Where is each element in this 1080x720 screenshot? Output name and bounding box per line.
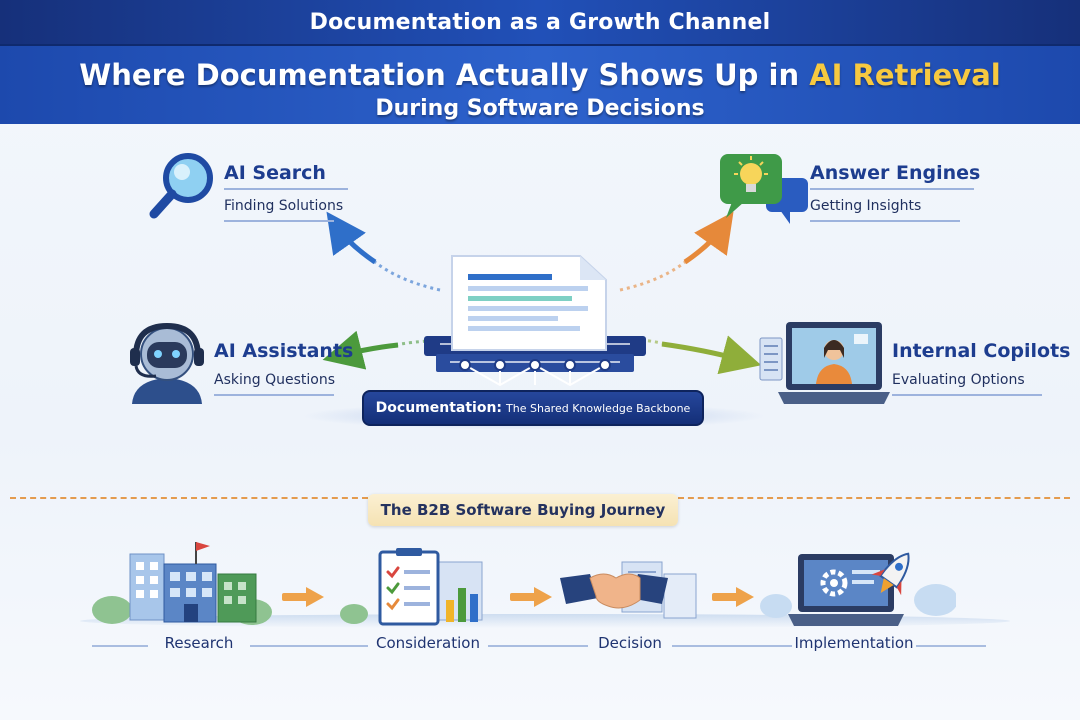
arrow-to-answer-engines	[619, 211, 734, 292]
backbone-label-rest: The Shared Knowledge Backbone	[506, 401, 691, 415]
channel-title: AI Assistants	[214, 340, 354, 362]
stage-research: Research	[164, 634, 234, 652]
journey-line	[488, 645, 588, 647]
journey-line	[672, 645, 792, 647]
stage-decision: Decision	[598, 634, 662, 652]
channel-ai-assistants: AI Assistants Asking Questions	[214, 340, 354, 396]
channel-subtitle: Finding Solutions	[224, 198, 344, 214]
journey-title: The B2B Software Buying Journey	[368, 494, 678, 526]
arrow-to-ai-search	[326, 211, 441, 292]
journey-line	[92, 645, 148, 647]
channel-subtitle: Evaluating Options	[892, 372, 1025, 388]
laptop-video-icon	[754, 318, 894, 410]
divider	[224, 220, 334, 222]
lightbulb-chat-icon	[718, 150, 810, 232]
channel-title: Internal Copilots	[892, 340, 1071, 362]
journey-divider-right	[678, 497, 1070, 499]
laptop-rocket-icon	[760, 540, 958, 628]
arrow-decision-to-implementation	[712, 587, 754, 607]
channel-subtitle: Getting Insights	[810, 198, 922, 214]
divider	[892, 394, 1042, 396]
channel-answer-engines: Answer Engines Getting Insights	[810, 162, 981, 222]
backbone-label: Documentation: The Shared Knowledge Back…	[362, 390, 704, 426]
buildings-icon	[92, 540, 272, 626]
arrow-to-internal-copilots	[619, 335, 762, 375]
stage-consideration: Consideration	[376, 634, 480, 652]
stage-implementation: Implementation	[794, 634, 914, 652]
channel-title: Answer Engines	[810, 162, 981, 184]
magnifying-glass-icon	[148, 150, 218, 222]
title-band: Where Documentation Actually Shows Up in…	[0, 44, 1080, 124]
backbone-label-bold: Documentation:	[375, 400, 503, 416]
channel-title: AI Search	[224, 162, 326, 184]
top-title: Documentation as a Growth Channel	[309, 9, 771, 35]
divider	[810, 188, 974, 190]
divider	[224, 188, 348, 190]
divider	[810, 220, 960, 222]
headset-bot-icon	[122, 318, 212, 404]
journey-line	[250, 645, 368, 647]
page-subtitle: During Software Decisions	[375, 96, 705, 121]
title-highlight: AI Retrieval	[809, 58, 1001, 92]
checklist-chart-icon	[340, 548, 500, 626]
document-icon	[420, 250, 650, 395]
journey-line	[916, 645, 986, 647]
title-text: Where Documentation Actually Shows Up in	[79, 58, 810, 92]
arrow-consideration-to-decision	[510, 587, 552, 607]
journey-divider-left	[10, 497, 368, 499]
handshake-icon	[560, 556, 700, 626]
arrow-to-ai-assistants	[322, 330, 441, 370]
divider	[214, 394, 334, 396]
arrow-research-to-consideration	[282, 587, 324, 607]
page-title: Where Documentation Actually Shows Up in…	[0, 58, 1080, 92]
channel-internal-copilots: Internal Copilots Evaluating Options	[892, 340, 1071, 396]
channel-ai-search: AI Search Finding Solutions	[224, 162, 348, 222]
channel-subtitle: Asking Questions	[214, 372, 335, 388]
top-banner: Documentation as a Growth Channel	[0, 0, 1080, 44]
